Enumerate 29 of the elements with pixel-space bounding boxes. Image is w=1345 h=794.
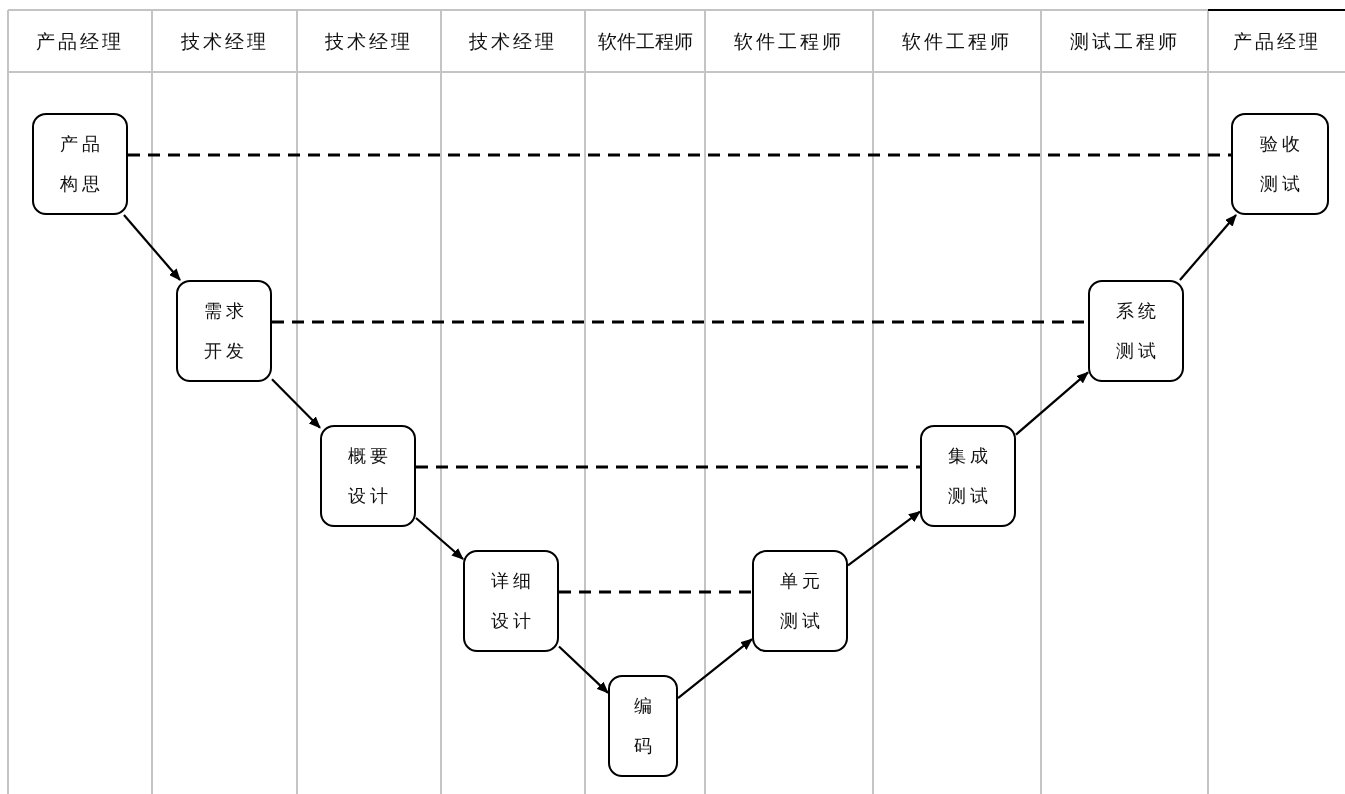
column-header: 技术经理 — [468, 29, 558, 54]
arrow — [847, 510, 921, 567]
column-header: 产品经理 — [35, 29, 125, 54]
arrow — [1179, 214, 1237, 281]
arrow — [271, 378, 321, 429]
dashed-line — [559, 590, 752, 594]
arrow — [415, 517, 464, 560]
process-box: 概要设计 — [320, 425, 416, 527]
process-box: 验收测试 — [1231, 113, 1329, 215]
process-box: 产品构思 — [32, 113, 128, 215]
column-header: 技术经理 — [324, 29, 414, 54]
process-box: 单元测试 — [752, 550, 848, 652]
column-header: 技术经理 — [179, 29, 270, 54]
dashed-line — [416, 465, 920, 469]
arrow — [1015, 371, 1089, 436]
column-header: 软件工程师 — [733, 29, 845, 54]
column-header: 软件工程师 — [596, 29, 694, 54]
arrow — [123, 214, 181, 281]
arrow — [558, 645, 609, 694]
arrow — [677, 638, 753, 699]
column-header: 测试工程师 — [1068, 29, 1181, 54]
process-box: 编码 — [608, 675, 678, 777]
process-box: 集成测试 — [920, 425, 1016, 527]
column-header: 产品经理 — [1231, 29, 1322, 54]
column-header: 软件工程师 — [901, 29, 1013, 54]
process-box: 需求开发 — [176, 280, 272, 382]
dashed-line — [128, 153, 1231, 157]
process-box: 详细设计 — [463, 550, 559, 652]
process-box: 系统测试 — [1088, 280, 1184, 382]
